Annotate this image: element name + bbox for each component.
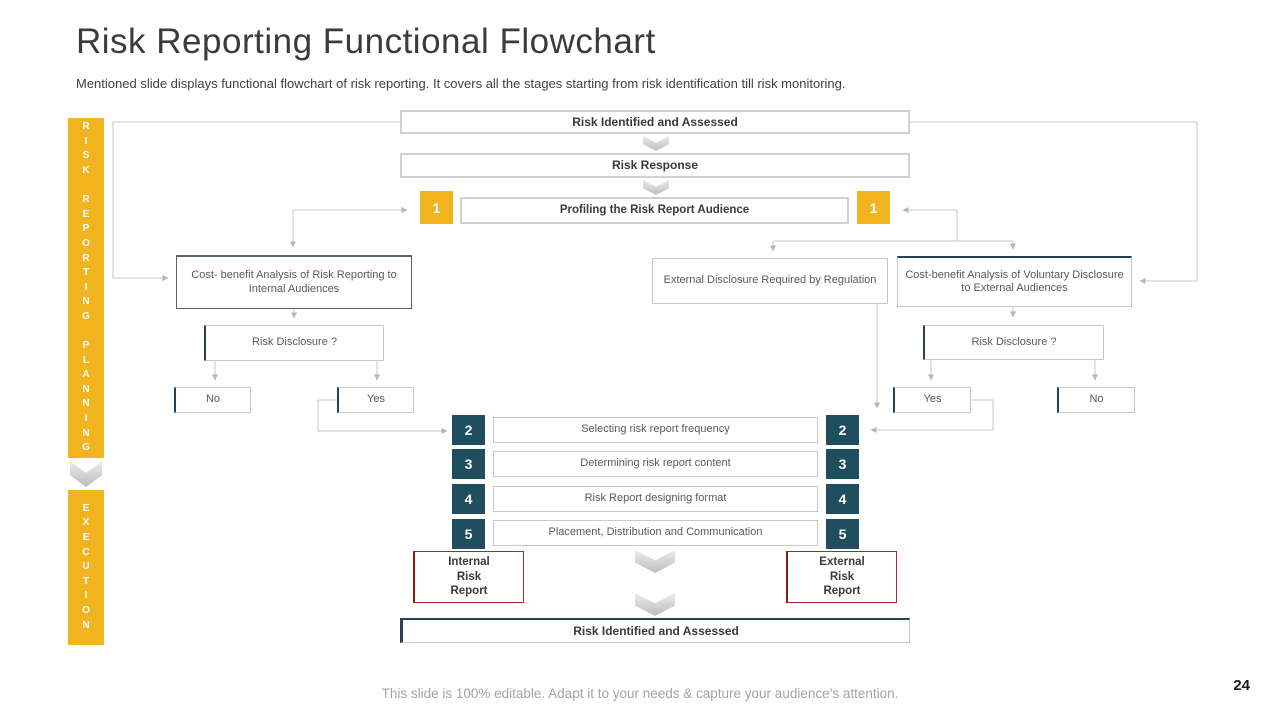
flow-box-internal-risk-report: Internal Risk Report — [413, 551, 524, 603]
flow-box-yes-left: Yes — [337, 387, 414, 413]
sidebar-execution-bar: E X E C U T I O N — [68, 490, 104, 645]
flow-box-cost-benefit-internal: Cost- benefit Analysis of Risk Reporting… — [176, 255, 412, 309]
flow-box-step-4: Risk Report designing format — [493, 486, 818, 512]
sidebar-planning-bar: R I S K R E P O R T I N G P L A N N I N … — [68, 118, 104, 458]
flow-box-risk-response: Risk Response — [400, 153, 910, 178]
step-badge-2-left: 2 — [452, 415, 485, 445]
step-badge-4-left: 4 — [452, 484, 485, 514]
flow-box-step-2: Selecting risk report frequency — [493, 417, 818, 443]
footer-note: This slide is 100% editable. Adapt it to… — [381, 686, 899, 701]
flow-box-yes-right: Yes — [893, 387, 971, 413]
flow-box-risk-identified-top: Risk Identified and Assessed — [400, 110, 910, 134]
step-badge-5-left: 5 — [452, 519, 485, 549]
step-badge-5-right: 5 — [826, 519, 859, 549]
flow-box-no-right: No — [1057, 387, 1135, 413]
flow-box-external-disclosure: External Disclosure Required by Regulati… — [652, 258, 888, 304]
flow-box-cost-benefit-external: Cost-benefit Analysis of Voluntary Discl… — [897, 256, 1132, 307]
step-badge-2-right: 2 — [826, 415, 859, 445]
page-number: 24 — [1233, 677, 1250, 694]
flow-box-risk-disclosure-left: Risk Disclosure ? — [204, 325, 384, 361]
step-badge-4-right: 4 — [826, 484, 859, 514]
down-chevron-icon — [635, 593, 675, 616]
flow-box-no-left: No — [174, 387, 251, 413]
flow-box-profiling-audience: Profiling the Risk Report Audience — [460, 197, 849, 224]
page-title: Risk Reporting Functional Flowchart — [76, 22, 656, 61]
step-badge-3-right: 3 — [826, 449, 859, 479]
down-chevron-icon — [635, 550, 675, 573]
down-chevron-icon — [643, 136, 669, 151]
flow-box-risk-disclosure-right: Risk Disclosure ? — [923, 325, 1104, 360]
flow-box-step-3: Determining risk report content — [493, 451, 818, 477]
flow-box-external-risk-report: External Risk Report — [786, 551, 897, 603]
page-subtitle: Mentioned slide displays functional flow… — [76, 76, 846, 91]
down-chevron-icon — [643, 180, 669, 195]
flow-box-step-5: Placement, Distribution and Communicatio… — [493, 520, 818, 546]
step-badge-1-left: 1 — [420, 191, 453, 224]
step-badge-1-right: 1 — [857, 191, 890, 224]
step-badge-3-left: 3 — [452, 449, 485, 479]
flow-box-risk-identified-bottom: Risk Identified and Assessed — [400, 618, 910, 643]
